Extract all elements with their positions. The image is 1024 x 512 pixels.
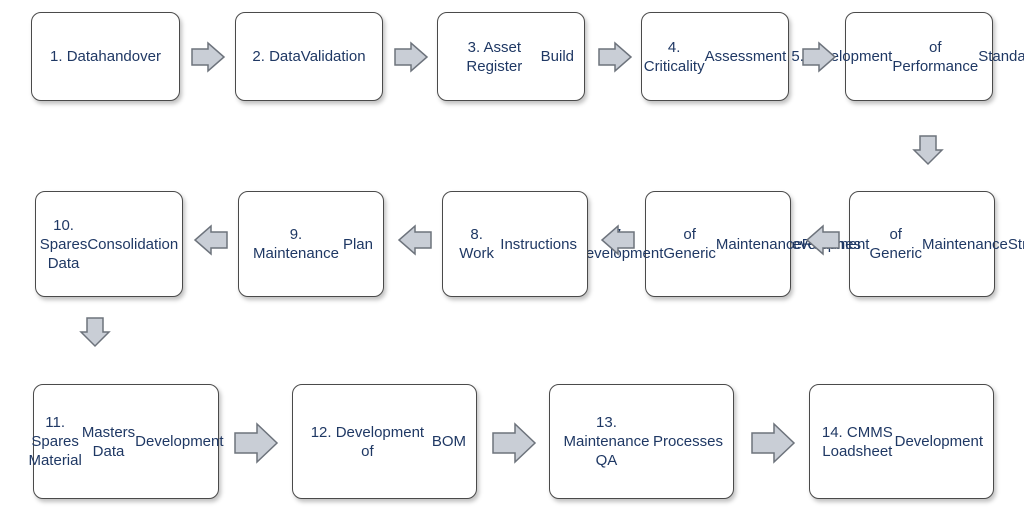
step-5-line-3: Standards bbox=[978, 48, 1024, 65]
step-7-line-3: Maintenance bbox=[715, 235, 802, 253]
arrow-right-icon bbox=[234, 422, 279, 464]
arrow-left-icon bbox=[600, 224, 635, 256]
arrow-left-icon bbox=[397, 224, 432, 256]
step-5-line-2: of Performance bbox=[892, 38, 979, 75]
step-8-line-2: Instructions bbox=[500, 235, 577, 253]
step-11-line-2: Masters Data bbox=[81, 423, 136, 460]
step-12-line-1: 12. Development of bbox=[310, 423, 425, 460]
step-6-line-3: Maintenance bbox=[921, 235, 1008, 253]
step-10-line-1: 10. Spares Data bbox=[39, 216, 88, 272]
step-7-line-2: of Generic bbox=[663, 226, 716, 262]
step-9-line-1: 9. Maintenance bbox=[253, 226, 339, 262]
step-7-generic-maintenance-routines: 7. Development of Generic Maintenance Ro… bbox=[575, 191, 861, 297]
arrow-down-icon bbox=[912, 135, 944, 166]
arrow-right-icon bbox=[191, 41, 226, 73]
step-4-line-2: Assessment bbox=[704, 48, 787, 65]
step-2-line-1: 2. Data bbox=[252, 48, 301, 65]
step-3-line-2: Build bbox=[540, 48, 574, 65]
step-8-work-instructions: 8. Work Instructions bbox=[442, 191, 588, 297]
step-4-line-1: 4. Criticality bbox=[643, 38, 705, 75]
step-13-line-1: 13. Maintenance QA bbox=[563, 414, 650, 469]
step-11-spares-material-masters: 11. Spares Material Masters Data Develop… bbox=[28, 384, 224, 499]
arrow-right-icon bbox=[598, 41, 633, 73]
step-1-line-1: 1. Data bbox=[50, 48, 99, 65]
step-9-maintenance-plan: 9. Maintenance Plan bbox=[238, 191, 384, 297]
step-14-cmms-loadsheet: 14. CMMS Loadsheet Development bbox=[809, 384, 994, 499]
arrow-down-icon bbox=[79, 317, 111, 348]
arrow-right-icon bbox=[802, 41, 837, 73]
step-14-line-2: Development bbox=[894, 433, 983, 450]
arrow-right-icon bbox=[751, 422, 796, 464]
step-9-line-2: Plan bbox=[342, 235, 373, 253]
step-2-data-validation: 2. Data Validation bbox=[235, 12, 383, 101]
step-12-line-2: BOM bbox=[431, 433, 466, 450]
step-3-asset-register-build: 3. Asset Register Build bbox=[437, 12, 585, 101]
step-6-generic-maintenance-strategies: 6.Development of Generic Maintenance Str… bbox=[769, 191, 1024, 297]
step-10-spares-data-consolidation: 10. Spares Data Consolidation bbox=[35, 191, 183, 297]
arrow-left-icon bbox=[193, 224, 228, 256]
step-1-line-2: handover bbox=[98, 48, 161, 65]
step-6-line-2: of Generic bbox=[869, 226, 922, 262]
step-1-data-handover: 1. Data handover bbox=[31, 12, 180, 101]
step-6-line-4: Strategies bbox=[1007, 235, 1024, 253]
step-11-line-3: Development bbox=[135, 433, 224, 450]
arrow-right-icon bbox=[394, 41, 429, 73]
step-8-line-1: 8. Work bbox=[459, 226, 495, 262]
step-11-line-1: 11. Spares Material bbox=[28, 414, 82, 469]
step-2-line-2: Validation bbox=[300, 48, 366, 65]
step-13-maintenance-qa-processes: 13. Maintenance QA Processes bbox=[549, 384, 734, 499]
arrow-right-icon bbox=[492, 422, 537, 464]
step-10-line-2: Consolidation bbox=[87, 235, 179, 253]
arrow-left-icon bbox=[805, 224, 840, 256]
step-5-performance-standards: 5.Development of Performance Standards bbox=[791, 12, 1024, 101]
step-13-line-2: Processes bbox=[652, 433, 723, 450]
step-4-criticality-assessment: 4. Criticality Assessment bbox=[641, 12, 789, 101]
step-14-line-1: 14. CMMS Loadsheet bbox=[821, 423, 893, 460]
step-12-development-of-bom: 12. Development of BOM bbox=[292, 384, 477, 499]
step-3-line-1: 3. Asset Register bbox=[466, 38, 523, 75]
